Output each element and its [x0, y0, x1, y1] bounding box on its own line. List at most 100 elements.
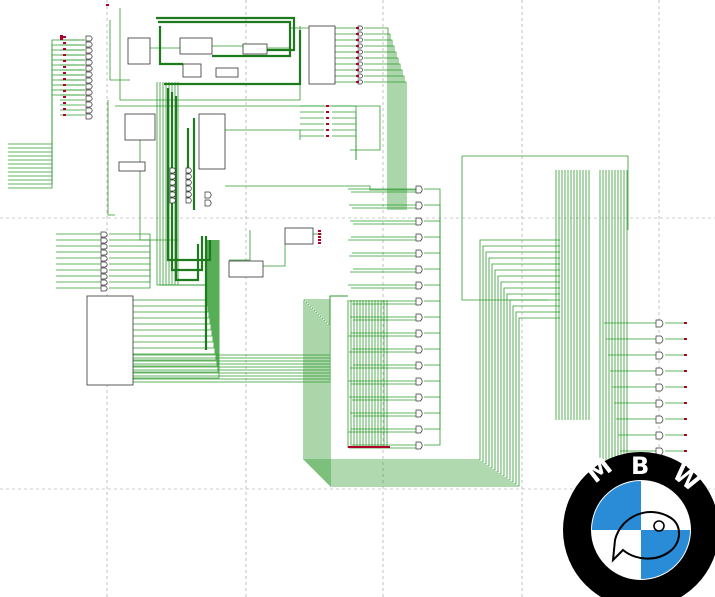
ic-block	[86, 295, 134, 386]
logic-gate-icon	[655, 367, 664, 376]
logic-gate-icon	[169, 173, 176, 180]
wire	[8, 39, 85, 145]
logo-blue-quadrant	[592, 481, 641, 530]
pin-marker	[60, 38, 63, 40]
logic-gate-icon	[415, 249, 423, 258]
pin-marker	[684, 402, 687, 404]
pin-marker	[326, 129, 329, 131]
pin-marker	[684, 418, 687, 420]
logic-gate-icon	[85, 89, 93, 96]
logic-gate-icon	[415, 313, 423, 322]
wire	[139, 140, 178, 241]
pin-marker	[684, 434, 687, 436]
logic-gate-icon	[415, 377, 423, 386]
wire	[109, 250, 151, 283]
bus-wire	[156, 16, 296, 52]
wire	[315, 311, 330, 472]
wire	[309, 305, 330, 466]
pin-marker	[348, 446, 351, 448]
logic-gate-icon	[415, 185, 423, 194]
pin-marker	[357, 446, 360, 448]
pin-marker	[106, 4, 109, 6]
wire	[109, 250, 151, 253]
wire	[133, 240, 208, 307]
wire	[424, 252, 441, 300]
logic-gate-icon	[100, 261, 108, 268]
pin-marker	[378, 446, 381, 448]
wire	[313, 309, 330, 470]
pin-marker	[326, 135, 329, 137]
fish-outline-icon	[611, 511, 680, 563]
wire	[328, 311, 560, 485]
ic-block	[179, 37, 213, 55]
wire	[311, 307, 330, 468]
logic-gate-icon	[655, 335, 664, 344]
wire	[424, 300, 441, 312]
logic-gate-icon	[100, 273, 108, 280]
wire	[133, 295, 348, 356]
pin-marker	[63, 60, 66, 62]
logic-gate-icon	[415, 265, 423, 274]
bus-wire	[174, 96, 200, 282]
ic-block	[228, 260, 264, 278]
logic-gate-icon	[185, 179, 192, 186]
logic-gate-icon	[169, 167, 176, 174]
wire	[364, 27, 389, 210]
pin-marker	[63, 42, 66, 44]
logic-gate-icon	[655, 399, 664, 408]
bus-wire	[166, 88, 212, 262]
wire	[424, 220, 441, 308]
logic-gate-icon	[85, 83, 93, 90]
wire	[8, 84, 85, 181]
wire	[424, 300, 441, 318]
wire	[225, 129, 301, 140]
logic-gate-icon	[100, 237, 108, 244]
pin-marker	[63, 78, 66, 80]
wire	[320, 287, 560, 477]
bus-wire	[158, 20, 292, 58]
pin-marker	[63, 90, 66, 92]
wire	[312, 263, 560, 469]
wire	[364, 69, 403, 210]
wire	[109, 245, 151, 250]
wire	[319, 315, 330, 476]
pin-marker	[356, 57, 359, 59]
logic-gate-icon	[357, 55, 363, 61]
logic-gate-icon	[100, 249, 108, 256]
pin-marker	[366, 446, 369, 448]
logic-gate-icon	[357, 49, 363, 55]
wire	[364, 39, 393, 210]
pin-marker	[356, 45, 359, 47]
logic-gate-icon	[415, 233, 423, 242]
wire	[424, 284, 441, 308]
components-layer	[86, 25, 336, 386]
pin-marker	[318, 242, 321, 244]
pin-marker	[387, 446, 390, 448]
logic-gate-icon	[357, 43, 363, 49]
wire	[133, 240, 217, 361]
logic-gate-icon	[85, 41, 93, 48]
wire	[424, 304, 441, 334]
ic-block	[308, 25, 336, 85]
pin-marker	[326, 105, 329, 107]
wire	[133, 240, 215, 349]
wire	[424, 300, 441, 382]
logic-gate-icon	[415, 441, 423, 450]
bus-wire	[164, 30, 302, 86]
wire	[109, 250, 151, 289]
ic-block	[215, 67, 239, 78]
logic-gate-icon	[169, 185, 176, 192]
pin-marker	[356, 69, 359, 71]
pin-marker	[684, 386, 687, 388]
ic-block	[242, 43, 268, 55]
wire	[424, 312, 441, 366]
pin-marker	[63, 108, 66, 110]
pin-marker	[375, 446, 378, 448]
wire	[115, 105, 381, 151]
wire	[332, 135, 357, 160]
logic-gate-icon	[415, 409, 423, 418]
logic-gate-icon	[357, 61, 363, 67]
wire	[177, 82, 205, 286]
logic-gate-icon	[415, 329, 423, 338]
